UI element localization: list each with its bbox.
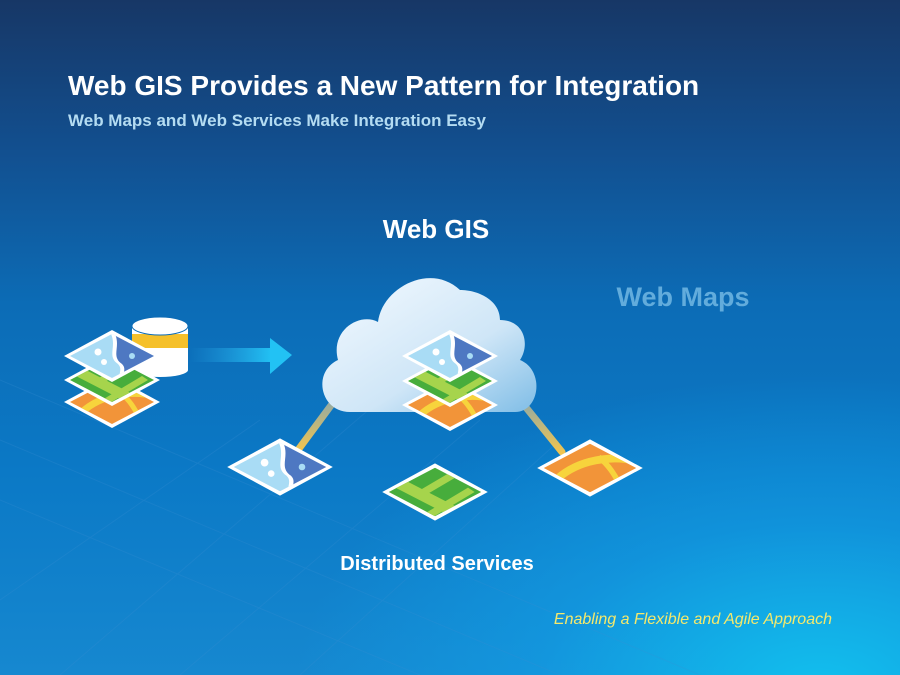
distributed-services-label: Distributed Services xyxy=(340,553,534,575)
slide-footer: Enabling a Flexible and Agile Approach xyxy=(553,611,832,628)
imagery-service-icon xyxy=(225,434,335,500)
source-data-stack xyxy=(62,316,189,432)
web-gis-label: Web GIS xyxy=(382,214,490,244)
background-grid xyxy=(0,379,701,675)
arrow-right-icon xyxy=(190,338,292,374)
slide-title: Web GIS Provides a New Pattern for Integ… xyxy=(68,70,700,101)
slide-subtitle: Web Maps and Web Services Make Integrati… xyxy=(68,111,486,130)
basemap-service-icon xyxy=(535,435,645,501)
feature-service-icon xyxy=(380,459,490,525)
web-maps-label: Web Maps xyxy=(616,282,750,312)
